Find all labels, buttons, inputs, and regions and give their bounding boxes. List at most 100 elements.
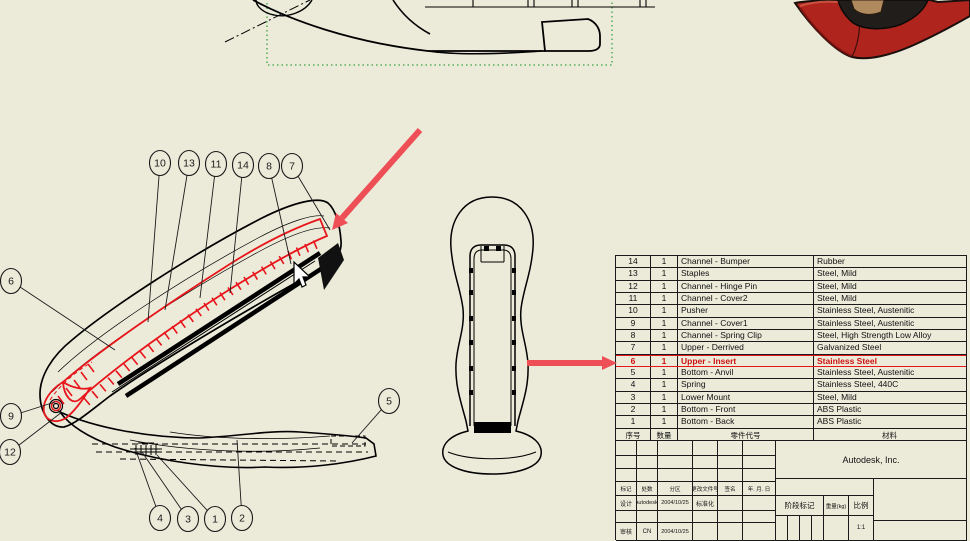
title-block-cell	[658, 469, 693, 482]
table-cell-name: Bottom - Front	[678, 403, 814, 416]
balloon-12[interactable]: 12	[0, 411, 63, 466]
shaded-3d-view[interactable]	[793, 0, 970, 60]
table-cell-qty: 1	[651, 342, 678, 354]
title-block-cell	[637, 469, 658, 482]
title-block-cell	[718, 469, 743, 482]
title-block-cell	[616, 511, 637, 523]
balloon-4[interactable]: 4	[134, 447, 172, 532]
table-cell-qty: 1	[651, 280, 678, 292]
table-cell-name: Channel - Hinge Pin	[678, 280, 814, 292]
table-cell-no: 10	[616, 305, 651, 317]
spring-detail	[130, 442, 162, 455]
table-cell-material: Stainless Steel, Austenitic	[817, 305, 915, 316]
balloon-8[interactable]: 8	[257, 152, 292, 265]
top-side-view-drawing[interactable]	[224, 0, 655, 66]
title-block-cell	[693, 456, 718, 469]
table-cell-no: 7	[616, 342, 651, 354]
title-block-cell	[637, 441, 658, 456]
svg-text:13: 13	[183, 158, 195, 170]
balloon-6[interactable]: 6	[0, 267, 116, 351]
table-cell-qty: 1	[651, 366, 678, 379]
table-cell-name: Lower Mount	[678, 391, 814, 403]
title-block-cell	[693, 441, 718, 456]
title-block-cell	[616, 469, 637, 482]
title-block-cell	[693, 469, 718, 482]
table-cell-qty: 1	[651, 329, 678, 342]
title-block-cell	[743, 469, 776, 482]
table-cell-qty: 1	[651, 256, 678, 268]
title-block-cell	[776, 516, 788, 541]
title-block-scale_value: 1:1	[849, 516, 874, 541]
table-cell-no: 14	[616, 256, 651, 268]
table-cell-name: Channel - Cover1	[678, 317, 814, 329]
table-cell-material: Galvanized Steel	[817, 342, 882, 353]
table-cell-name: Channel - Cover2	[678, 292, 814, 305]
table-cell-no: 3	[616, 391, 651, 403]
table-cell-material: Stainless Steel, Austenitic	[817, 317, 915, 328]
balloon-1[interactable]: 1	[156, 454, 227, 533]
title-block-cell	[743, 496, 776, 511]
table-cell-qty: 1	[651, 292, 678, 305]
title-block-cell	[616, 456, 637, 469]
highlighted-upper-insert[interactable]	[42, 217, 329, 423]
table-cell-material: Stainless Steel, 440C	[817, 379, 899, 390]
balloon-2[interactable]: 2	[230, 439, 254, 532]
balloon-3[interactable]: 3	[141, 451, 200, 533]
table-cell-material: Steel, Mild	[817, 268, 857, 279]
title-block-design-date: 2004/10/25	[658, 496, 693, 511]
title-block-revision_headers-4: 签名	[718, 482, 743, 496]
selection-rect	[266, 0, 613, 66]
title-block-cell	[693, 523, 718, 541]
table-cell-no: 12	[616, 280, 651, 292]
title-block-cell	[788, 516, 800, 541]
svg-text:4: 4	[157, 513, 163, 525]
title-block-cell	[718, 496, 743, 511]
section-view-drawing[interactable]	[39, 199, 377, 469]
balloon-7[interactable]: 7	[280, 152, 331, 231]
title-block-cell	[693, 511, 718, 523]
title-block-cell	[743, 511, 776, 523]
svg-text:5: 5	[386, 396, 392, 408]
table-cell-name: Bottom - Back	[678, 416, 814, 428]
front-view-drawing[interactable]	[442, 196, 542, 475]
table-header-qty: 数量	[651, 428, 678, 442]
title-block-cell	[743, 441, 776, 456]
balloon-13[interactable]: 13	[164, 149, 201, 311]
balloon-9[interactable]: 9	[0, 401, 56, 430]
table-cell-qty: 1	[651, 317, 678, 329]
table-cell-no: 5	[616, 366, 651, 379]
balloon-5[interactable]: 5	[351, 387, 401, 444]
title-block-cell	[616, 441, 637, 456]
table-cell-name: Upper - Insert	[678, 355, 814, 366]
table-cell-qty: 1	[651, 391, 678, 403]
title-block-stage_mark: 阶段标记	[776, 496, 824, 516]
svg-text:7: 7	[289, 161, 295, 173]
table-cell-no: 9	[616, 317, 651, 329]
balloon-10[interactable]: 10	[147, 149, 172, 323]
title-block-cell	[800, 516, 812, 541]
title-block-review-date: 2004/10/25	[658, 523, 693, 541]
title-block-cell	[743, 523, 776, 541]
table-cell-no: 8	[616, 329, 651, 342]
title-block-design-role: 设计	[616, 496, 637, 511]
table-cell-no: 6	[616, 355, 651, 366]
balloon-14[interactable]: 14	[229, 151, 255, 294]
svg-text:12: 12	[4, 447, 16, 459]
balloon-11[interactable]: 11	[199, 150, 228, 299]
table-cell-qty: 1	[651, 268, 678, 280]
